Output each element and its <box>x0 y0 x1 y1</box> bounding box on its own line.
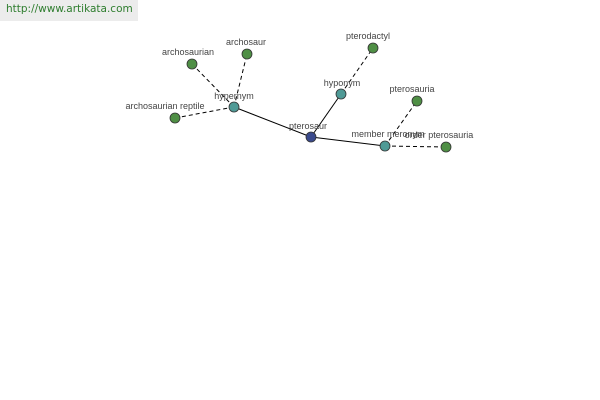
node-pterodactyl[interactable] <box>367 42 379 54</box>
node-label-archosaurian[interactable]: archosaurian <box>162 47 214 57</box>
node-pterosaur[interactable] <box>305 131 317 143</box>
node-label-hyponym[interactable]: hyponym <box>324 78 361 88</box>
watermark-url[interactable]: http://www.artikata.com <box>0 0 138 21</box>
node-member-meronym[interactable] <box>379 140 391 152</box>
node-label-pterosauria[interactable]: pterosauria <box>389 84 434 94</box>
node-label-archosaurian-reptile[interactable]: archosaurian reptile <box>125 101 204 111</box>
edge-pterosaur-hypernym <box>233 106 312 138</box>
edge-hypernym-archosaur <box>233 53 248 108</box>
node-hyponym[interactable] <box>335 88 347 100</box>
node-pterosauria[interactable] <box>411 95 423 107</box>
node-hypernym[interactable] <box>228 101 240 113</box>
edge-member-meronym-order-pterosauria <box>384 145 447 148</box>
node-archosaurian-reptile[interactable] <box>169 112 181 124</box>
node-archosaurian[interactable] <box>186 58 198 70</box>
edge-hypernym-archosaurian <box>191 63 235 108</box>
node-label-member-meronym[interactable]: member meronym <box>351 129 424 139</box>
edge-pterosaur-hyponym <box>310 93 342 138</box>
node-label-pterodactyl[interactable]: pterodactyl <box>346 31 390 41</box>
edge-hyponym-pterodactyl <box>340 47 374 95</box>
edge-hypernym-archosaurian-reptile <box>174 106 235 119</box>
node-order-pterosauria[interactable] <box>440 141 452 153</box>
graph-nodes <box>169 42 452 153</box>
node-label-hypernym[interactable]: hypernym <box>214 91 254 101</box>
edge-pterosaur-member-meronym <box>310 136 386 147</box>
node-label-order-pterosauria[interactable]: order pterosauria <box>405 130 474 140</box>
node-archosaur[interactable] <box>241 48 253 60</box>
graph-edges <box>174 47 447 148</box>
edge-member-meronym-pterosauria <box>384 100 418 147</box>
node-label-archosaur[interactable]: archosaur <box>226 37 266 47</box>
node-label-pterosaur[interactable]: pterosaur <box>289 121 327 131</box>
graph-labels: pterosaur hypernym hyponym member meronym ar… <box>125 31 473 140</box>
